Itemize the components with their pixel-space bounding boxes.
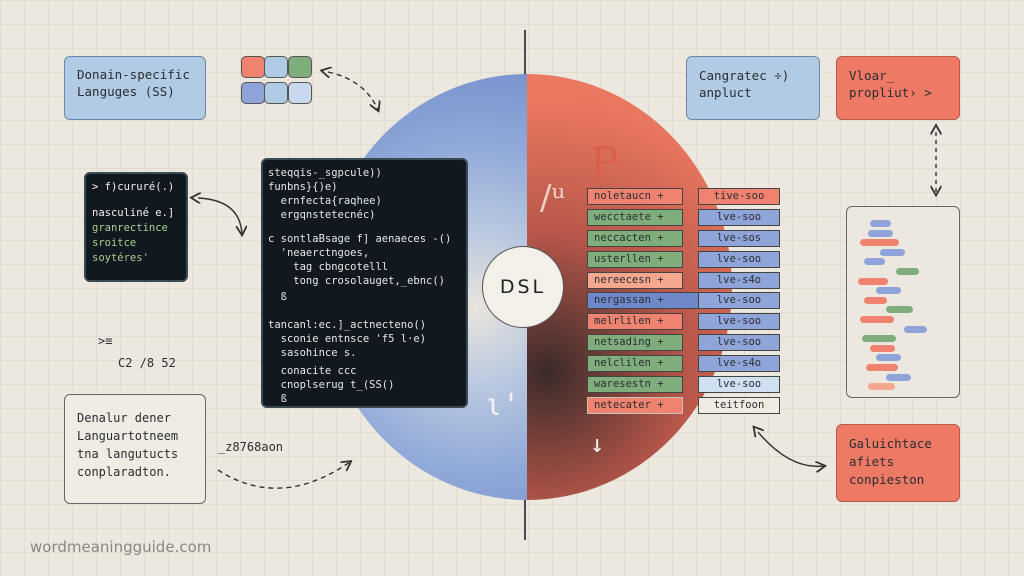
table-left-cell: nelclilen + (587, 355, 683, 372)
table-right-cell: lve-soo (698, 334, 780, 351)
bar-mark (870, 220, 891, 227)
desc-line-2: Languartotneem (77, 429, 179, 443)
code-line: 'neaerctngoes, (268, 247, 370, 259)
terminal-line-2: granrectince (92, 222, 168, 234)
bar-mark (886, 373, 911, 381)
annotation-label: _z8768aon (218, 440, 284, 454)
bar-mark (886, 306, 913, 314)
arrow-terminal (198, 198, 242, 234)
terminal-line-3: sroitce (92, 237, 137, 249)
bottom-red-line-3: conpieston (849, 472, 925, 487)
red-card-line-2: propliut› > (849, 84, 932, 100)
desc-line-4: conplaradton. (77, 465, 171, 479)
table-right-cell: tive-soo (698, 188, 780, 205)
table-left-cell: noletaucn + (587, 188, 683, 205)
table-left-cell: melrlilen + (587, 313, 683, 330)
bar-mark (860, 316, 894, 323)
table-right-cell: lve-soo (698, 376, 780, 393)
table-left-cell: wecctaete + (587, 209, 683, 226)
code-line: tag cbngcotelll (268, 261, 389, 273)
down-arrow-glyph: ↓ (590, 430, 605, 458)
bar-mark (870, 344, 895, 352)
title-line-1: Donain-specific (77, 67, 190, 82)
bar-mark (858, 277, 888, 285)
code-line: tancanl:ec.]_actnecteno() (268, 319, 427, 331)
table-right-cell: lve-s4o (698, 272, 780, 289)
bar-mark (904, 325, 927, 333)
desc-line-3: tna langutucts (77, 447, 179, 461)
code-line: ß (268, 291, 287, 303)
bar-mark (876, 354, 901, 362)
terminal-line-1: nasculiné e.] (92, 207, 175, 219)
bar-mark (864, 296, 887, 304)
bottom-red-line-2: afiets (849, 454, 895, 469)
table-left-cell: nereecesn + (587, 272, 683, 289)
title-line-2: Languges (SS) (77, 83, 175, 99)
bar-mark (896, 268, 919, 275)
dsl-badge: DSL (482, 246, 564, 328)
code-line: sasohince s. (268, 347, 357, 359)
terminal-window (84, 172, 188, 282)
bar-mark (864, 258, 885, 266)
table-right-cell: teitfoon (698, 397, 780, 414)
top-right-red-card: Vloar_ propliut› > (836, 56, 960, 120)
bars-container (846, 206, 960, 398)
desc-line-1: Denalur dener (77, 411, 171, 425)
terminal-line-4: soytéres' (92, 252, 149, 264)
table-right-cell: lve-s4o (698, 355, 780, 372)
top-right-blue-card: Cangratec ÷) anpluct (686, 56, 820, 120)
swatch-6 (288, 82, 312, 104)
left-code-label: C2 /8 52 (118, 356, 176, 370)
code-line: cnoplserug t_(SS() (268, 379, 395, 391)
table-left-cell: netecater + (587, 397, 683, 414)
table-left-cell: netsading + (587, 334, 683, 351)
bar-mark (862, 335, 896, 343)
bar-mark (868, 229, 893, 237)
glyph-p: P (590, 138, 619, 187)
arrow-table-to-bottom (758, 432, 824, 466)
title-card: Donain-specific Languges (SS) (64, 56, 206, 120)
code-line: steqqis-_sgpcule)) (268, 167, 382, 179)
table-right-cell: lve-soo (698, 251, 780, 268)
bar-mark (868, 383, 895, 391)
code-line: c sontlaBsage f] aenaeces -() (268, 233, 452, 245)
bar-mark (866, 364, 898, 371)
table-left-cell: usterllen + (587, 251, 683, 268)
terminal-prompt: > f)cururé(.) (92, 181, 175, 193)
arrow-swatch-to-circle (328, 72, 378, 110)
code-line: sconie entnsce 'f5 l·e) (268, 333, 427, 345)
bar-mark (880, 248, 905, 256)
blue-card-line-1: Cangratec ÷) (699, 68, 790, 83)
code-editor (261, 158, 468, 408)
left-mark: >≡ (98, 334, 113, 348)
table-left-cell: neccacten + (587, 230, 683, 247)
bar-mark (860, 239, 899, 247)
blue-card-line-2: anpluct (699, 84, 752, 100)
bottom-right-red-card: Galuichtace afiets conpieston (836, 424, 960, 502)
code-line: ergqnstetecnéc) (268, 209, 376, 221)
code-line: ernfecta{raqhee) (268, 195, 382, 207)
code-line: tong crosolauget,_ebnc() (268, 275, 446, 287)
glyph-right-mark: ι' (484, 388, 521, 423)
table-left-cell: waresestn + (587, 376, 683, 393)
table-right-cell: lve-soo (698, 313, 780, 330)
table-right-cell: lve-sos (698, 230, 780, 247)
red-card-line-1: Vloar_ (849, 68, 895, 83)
code-line: ß (268, 393, 287, 405)
table-right-cell: lve-soo (698, 292, 780, 309)
code-line: conacite ccc (268, 365, 357, 377)
glyph-slash: /ᵘ (540, 178, 566, 218)
watermark: wordmeaningguide.com (30, 538, 212, 556)
table-right-cell: lve-soo (698, 209, 780, 226)
description-card: Denalur dener Languartotneem tna langutu… (64, 394, 206, 504)
swatch-3 (288, 56, 312, 78)
bottom-red-line-1: Galuichtace (849, 436, 932, 451)
bar-mark (876, 287, 901, 295)
swatch-5 (264, 82, 288, 104)
swatch-2 (264, 56, 288, 78)
arrow-description (217, 462, 350, 489)
code-line: funbns}{)e) (268, 181, 338, 193)
